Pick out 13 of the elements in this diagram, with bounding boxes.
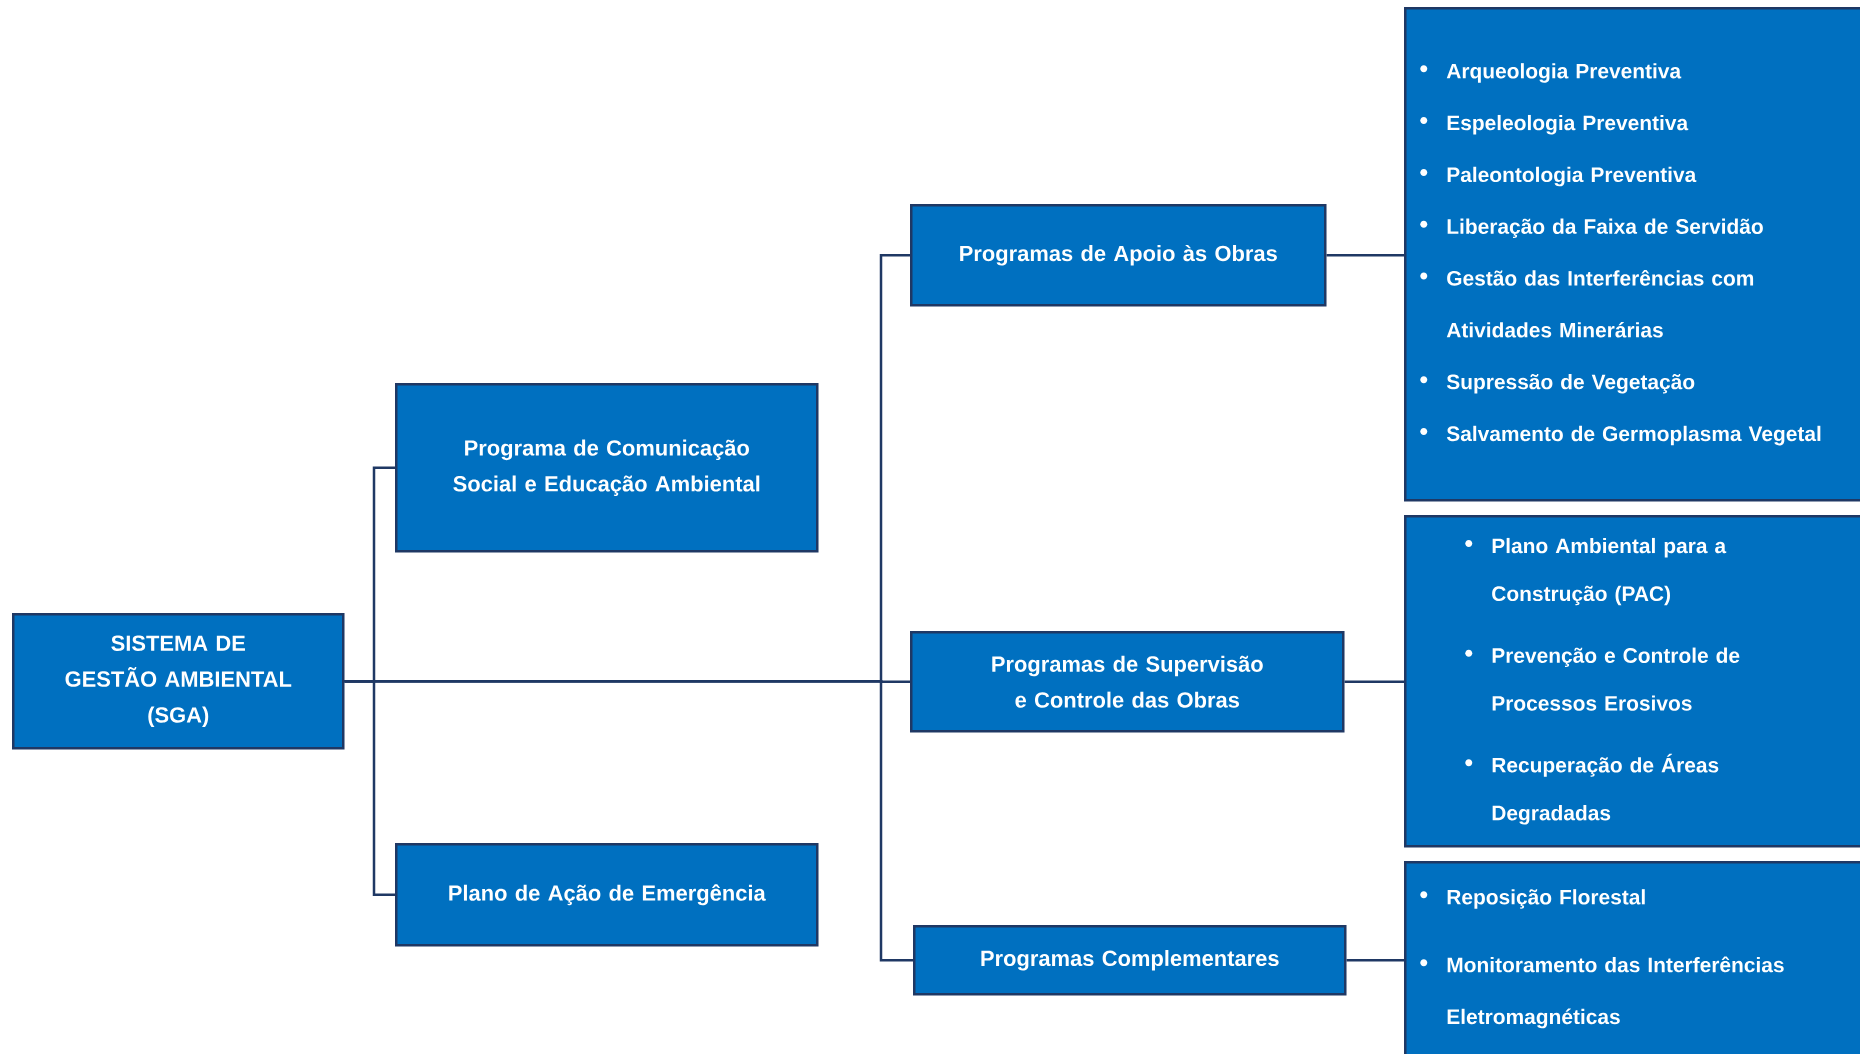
program-box: Programas de Supervisão e Controle das Obras [910,631,1345,733]
list-box: Plano Ambiental para a Construção (PAC) Prevenção e Controle de Processos Erosivos Recuperação de Áreas Degradadas [1404,515,1860,848]
connector-line [344,680,913,962]
program-box: SISTEMA DE GESTÃO AMBIENTAL (SGA) [12,613,345,750]
program-box: Plano de Ação de Emergência [395,843,819,947]
program-box: Programa de Comunicação Social e Educação Ambiental [395,383,819,553]
connector-line [1326,254,1404,257]
program-box: Programas de Apoio às Obras [910,204,1327,307]
program-box: Programas Complementares [913,925,1347,996]
connector-line [1344,680,1404,683]
list-box: Arqueologia Preventiva Espeleologia Preventiva Paleontologia Preventiva Liberação da Faixa de Servidão Gestão das Interferências com Atividades Minerárias Supressão de Vegetação Salvamento de Germoplasma Vegetal [1404,7,1860,502]
connector-line [1346,959,1404,962]
list-box: Reposição Florestal Monitoramento das Interferências Eletromagnéticas [1404,861,1860,1054]
